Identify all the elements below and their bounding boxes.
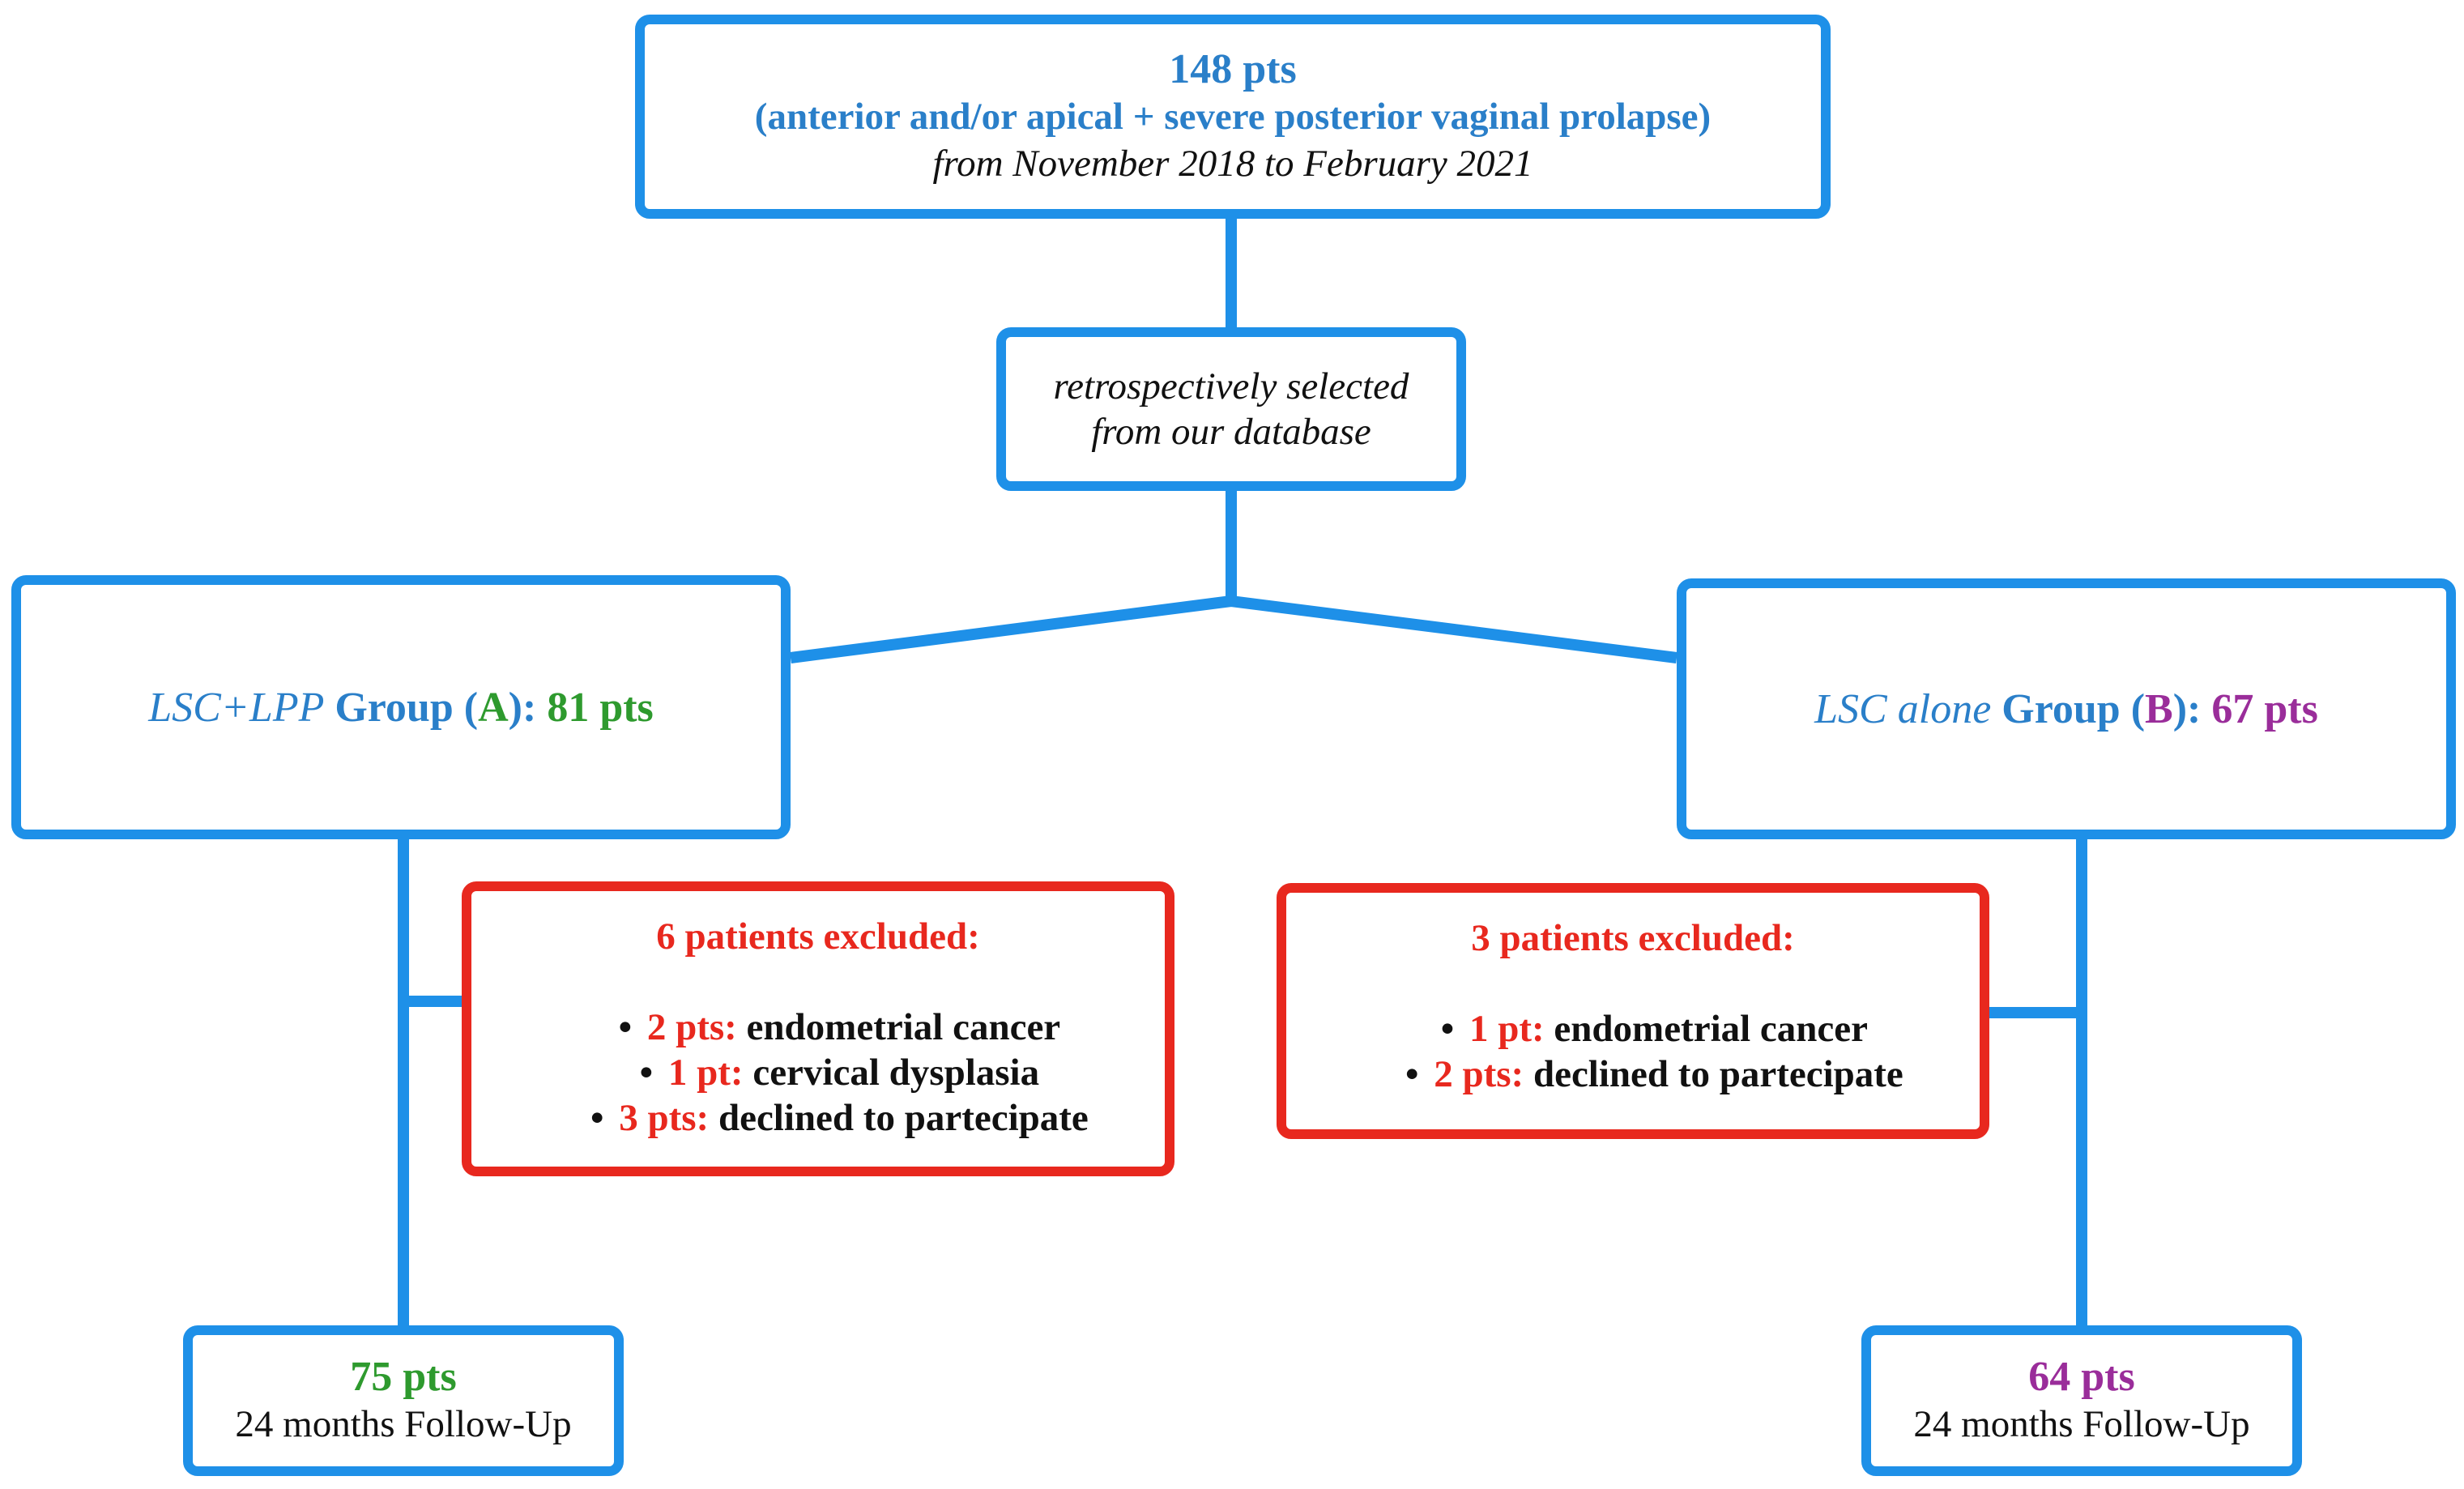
- group-a-open-paren: (: [463, 684, 479, 731]
- bullet-icon: •: [1440, 1008, 1455, 1050]
- group-b-followup-box: 64 pts 24 months Follow-Up: [1861, 1325, 2302, 1476]
- list-item: • 2 pts: endometrial cancer: [531, 1005, 1132, 1050]
- enrollment-box: 148 pts (anterior and/or apical + severe…: [635, 15, 1831, 219]
- selection-line-1: retrospectively selected: [1053, 365, 1409, 407]
- group-b-followup-count: 64 pts: [2028, 1354, 2135, 1400]
- exclusion-reason: cervical dysplasia: [752, 1052, 1040, 1094]
- connector-split-to-group-a: [790, 595, 1232, 663]
- connector-split-to-group-b: [1230, 595, 1677, 663]
- bullet-icon: •: [590, 1097, 604, 1139]
- exclusion-count: 2 pts:: [646, 1006, 737, 1048]
- exclusion-count: 1 pt:: [667, 1052, 744, 1094]
- enrollment-period: from November 2018 to February 2021: [932, 143, 1533, 185]
- group-a-word: Group: [335, 684, 454, 731]
- selection-box: retrospectively selected from our databa…: [996, 327, 1466, 491]
- bullet-icon: •: [618, 1006, 633, 1048]
- group-a-title: LSC+LPP Group (A): 81 pts: [148, 684, 654, 732]
- group-b-title: LSC alone Group (B): 67 pts: [1814, 685, 2318, 733]
- exclusion-count: 1 pt:: [1469, 1008, 1545, 1050]
- group-b-box: LSC alone Group (B): 67 pts: [1677, 578, 2456, 839]
- enrollment-criteria: (anterior and/or apical + severe posteri…: [754, 96, 1712, 138]
- group-b-word: Group: [2001, 685, 2121, 732]
- group-a-box: LSC+LPP Group (A): 81 pts: [11, 575, 791, 839]
- enrollment-count: 148 pts: [1169, 46, 1297, 92]
- group-a-followup-box: 75 pts 24 months Follow-Up: [183, 1325, 624, 1476]
- list-item: • 1 pt: cervical dysplasia: [531, 1050, 1132, 1095]
- group-a-exclusion-title: 6 patients excluded:: [656, 915, 980, 958]
- list-item: • 3 pts: declined to partecipate: [531, 1095, 1132, 1141]
- group-b-open-paren: (: [2130, 685, 2146, 732]
- group-b-exclusion-list: •1 pt: endometrial cancer •2 pts: declin…: [1319, 1006, 1947, 1097]
- exclusion-reason: endometrial cancer: [746, 1006, 1061, 1048]
- group-a-followup-label: 24 months Follow-Up: [235, 1403, 572, 1445]
- group-a-exclusion-list: •2 pts: endometrial cancer •1 pt: cervic…: [504, 1005, 1132, 1141]
- group-a-followup-count: 75 pts: [350, 1354, 457, 1400]
- group-b-exclusion-box: 3 patients excluded: • 1 pt: endometrial …: [1277, 883, 1989, 1139]
- group-b-procedure: LSC alone: [1814, 685, 1992, 732]
- group-b-exclusion-title: 3 patients excluded:: [1471, 917, 1795, 959]
- bullet-icon: •: [639, 1052, 654, 1094]
- exclusion-reason: declined to partecipate: [1533, 1053, 1903, 1095]
- group-b-letter: B: [2145, 685, 2173, 732]
- exclusion-count: 3 pts:: [619, 1097, 710, 1139]
- exclusion-count: 2 pts:: [1434, 1053, 1524, 1095]
- exclusion-reason: declined to partecipate: [718, 1097, 1089, 1139]
- group-b-count: 67 pts: [2211, 685, 2318, 732]
- exclusion-reason: endometrial cancer: [1554, 1008, 1869, 1050]
- group-a-count: 81 pts: [547, 684, 654, 731]
- list-item: • 2 pts: declined to partecipate: [1346, 1052, 1947, 1097]
- list-item: • 1 pt: endometrial cancer: [1346, 1006, 1947, 1052]
- group-a-close-paren: ):: [508, 684, 537, 731]
- group-b-followup-label: 24 months Follow-Up: [1913, 1403, 2250, 1445]
- selection-line-2: from our database: [1091, 411, 1371, 453]
- group-b-close-paren: ):: [2172, 685, 2202, 732]
- group-a-procedure: LSC+LPP: [148, 684, 325, 731]
- group-a-letter: A: [478, 684, 509, 731]
- group-a-exclusion-box: 6 patients excluded: •2 pts: endometrial…: [462, 881, 1174, 1176]
- bullet-icon: •: [1405, 1053, 1419, 1095]
